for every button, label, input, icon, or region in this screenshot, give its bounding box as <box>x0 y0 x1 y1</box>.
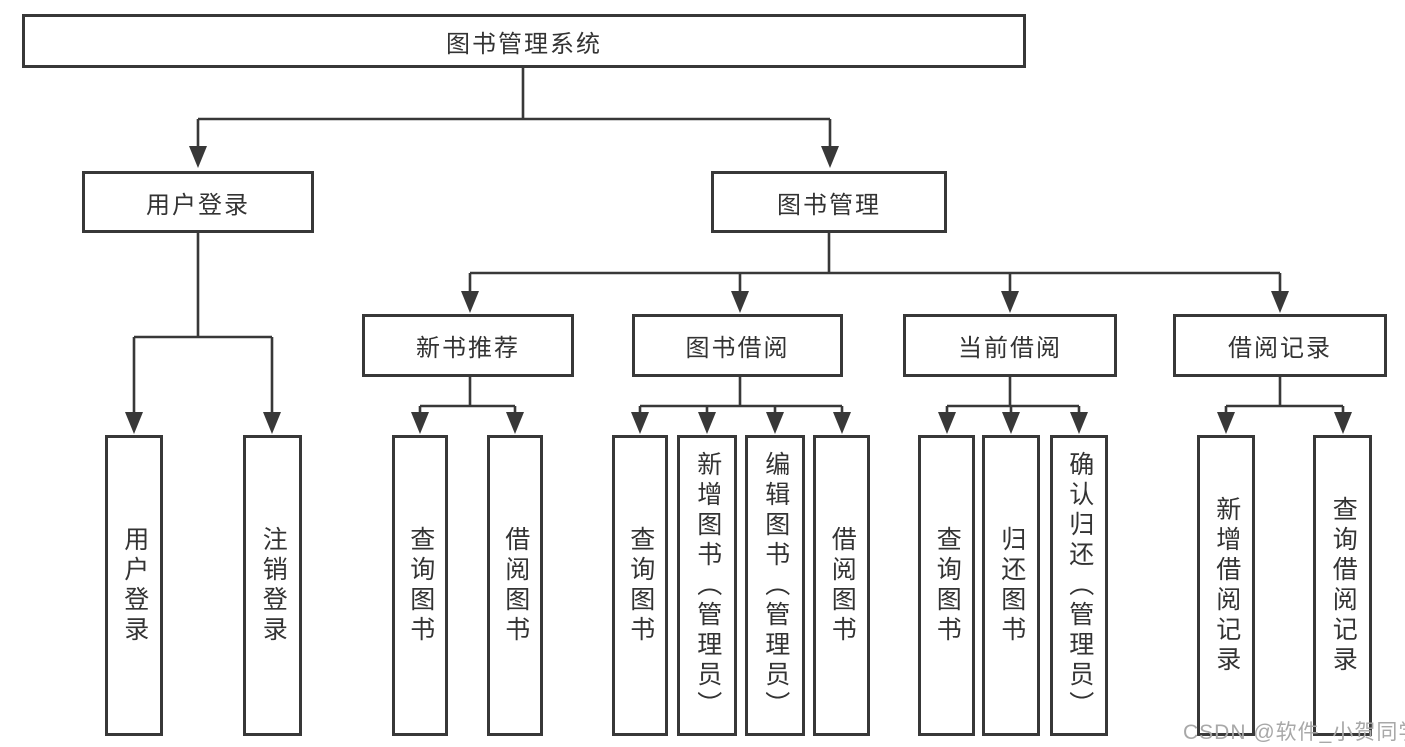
node-label: 查询图书 <box>933 525 962 646</box>
node-label: 确认归还（管理员） <box>1065 450 1094 721</box>
node-label: 当前借阅 <box>958 335 1062 362</box>
node-label: 新增借阅记录 <box>1212 495 1241 676</box>
node-borrow-records: 借阅记录 <box>1173 314 1387 377</box>
node-user-login: 用户登录 <box>82 171 314 233</box>
leaf-return-books: 归还图书 <box>982 435 1040 736</box>
node-label: 新增图书（管理员） <box>693 450 722 721</box>
leaf-user-login: 用户登录 <box>105 435 163 736</box>
node-label: 用户登录 <box>146 191 250 219</box>
node-label: 图书管理 <box>777 191 881 219</box>
node-label: 图书管理系统 <box>446 30 602 58</box>
leaf-add-books-admin: 新增图书（管理员） <box>677 435 737 736</box>
leaf-query-books-3: 查询图书 <box>918 435 975 736</box>
leaf-borrow-books-2: 借阅图书 <box>813 435 870 736</box>
node-label: 查询图书 <box>626 525 655 646</box>
node-label: 查询借阅记录 <box>1329 495 1358 676</box>
node-label: 归还图书 <box>997 525 1026 646</box>
csdn-watermark: CSDN @软件_小贺同学 <box>1183 721 1405 744</box>
leaf-confirm-return-admin: 确认归还（管理员） <box>1050 435 1108 736</box>
leaf-logout: 注销登录 <box>243 435 302 736</box>
leaf-edit-books-admin: 编辑图书（管理员） <box>745 435 805 736</box>
node-current-borrow: 当前借阅 <box>903 314 1117 377</box>
leaf-query-books-2: 查询图书 <box>612 435 668 736</box>
node-root-system: 图书管理系统 <box>22 14 1026 68</box>
leaf-borrow-books-1: 借阅图书 <box>487 435 543 736</box>
node-new-book-recommend: 新书推荐 <box>362 314 574 377</box>
node-label: 用户登录 <box>120 525 149 646</box>
node-label: 借阅图书 <box>828 525 857 646</box>
node-book-management: 图书管理 <box>711 171 947 233</box>
node-book-borrow: 图书借阅 <box>632 314 843 377</box>
leaf-query-books-1: 查询图书 <box>392 435 448 736</box>
leaf-query-borrow-record: 查询借阅记录 <box>1313 435 1372 736</box>
node-label: 注销登录 <box>259 525 288 646</box>
node-label: 借阅记录 <box>1228 335 1332 362</box>
node-label: 新书推荐 <box>416 335 520 362</box>
node-label: 编辑图书（管理员） <box>761 450 790 721</box>
node-label: 图书借阅 <box>685 335 790 362</box>
node-label: 借阅图书 <box>501 525 530 646</box>
leaf-add-borrow-record: 新增借阅记录 <box>1197 435 1255 736</box>
node-label: 查询图书 <box>406 525 435 646</box>
